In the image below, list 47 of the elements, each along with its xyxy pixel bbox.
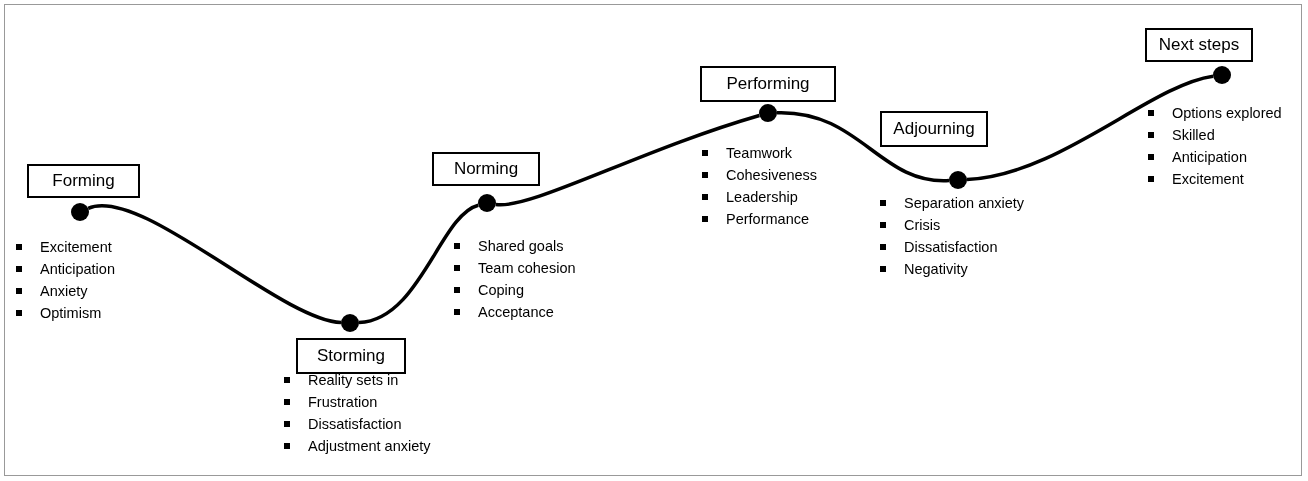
stage-label: Performing xyxy=(726,74,810,94)
bullet-item: Reality sets in xyxy=(282,369,399,391)
stage-label: Adjourning xyxy=(893,119,975,139)
bullet-item: Leadership xyxy=(700,186,798,208)
stage-box xyxy=(296,338,406,374)
stage-label: Norming xyxy=(453,159,519,179)
bullet-item: Dissatisfaction xyxy=(282,413,402,435)
bullet-item: Coping xyxy=(452,279,524,301)
milestone-dot xyxy=(759,104,777,122)
bullet-item: Optimism xyxy=(14,302,102,324)
bullet-item: Cohesiveness xyxy=(700,164,818,186)
bullet-item: Anticipation xyxy=(1146,146,1247,168)
stage-label: Forming xyxy=(52,171,115,191)
milestone-dot xyxy=(478,194,496,212)
bullet-item: Skilled xyxy=(1146,124,1215,146)
stage-label: Next steps xyxy=(1158,35,1240,55)
bullet-item: Performance xyxy=(700,208,809,230)
milestone-dot xyxy=(1213,66,1231,84)
curve-line xyxy=(776,110,950,183)
stage-box xyxy=(880,111,988,147)
bullet-item: Negativity xyxy=(878,258,968,280)
milestone-dot xyxy=(71,203,89,221)
bullet-item: Acceptance xyxy=(452,301,554,323)
bullet-item: Dissatisfaction xyxy=(878,236,998,258)
bullet-item: Excitement xyxy=(14,236,112,258)
bullet-item: Separation anxiety xyxy=(878,192,1025,214)
stage-box xyxy=(432,152,540,186)
bullet-item: Shared goals xyxy=(452,235,564,257)
stage-label: Storming xyxy=(317,346,385,366)
bullet-item: Anxiety xyxy=(14,280,88,302)
bullet-item: Adjustment anxiety xyxy=(282,435,431,457)
bullet-item: Options explored xyxy=(1146,102,1282,124)
stage-box xyxy=(1145,28,1253,62)
stage-box xyxy=(27,164,140,198)
bullet-item: Team cohesion xyxy=(452,257,576,279)
bullet-item: Excitement xyxy=(1146,168,1244,190)
curve-line xyxy=(358,203,479,325)
bullet-item: Teamwork xyxy=(700,142,793,164)
curve-line xyxy=(87,203,342,325)
milestone-dot xyxy=(949,171,967,189)
bullet-item: Crisis xyxy=(878,214,941,236)
bullet-item: Frustration xyxy=(282,391,378,413)
curve-line xyxy=(966,74,1214,182)
curve-line xyxy=(495,113,760,207)
stage-box xyxy=(700,66,836,102)
bullet-item: Anticipation xyxy=(14,258,115,280)
milestone-dot xyxy=(341,314,359,332)
